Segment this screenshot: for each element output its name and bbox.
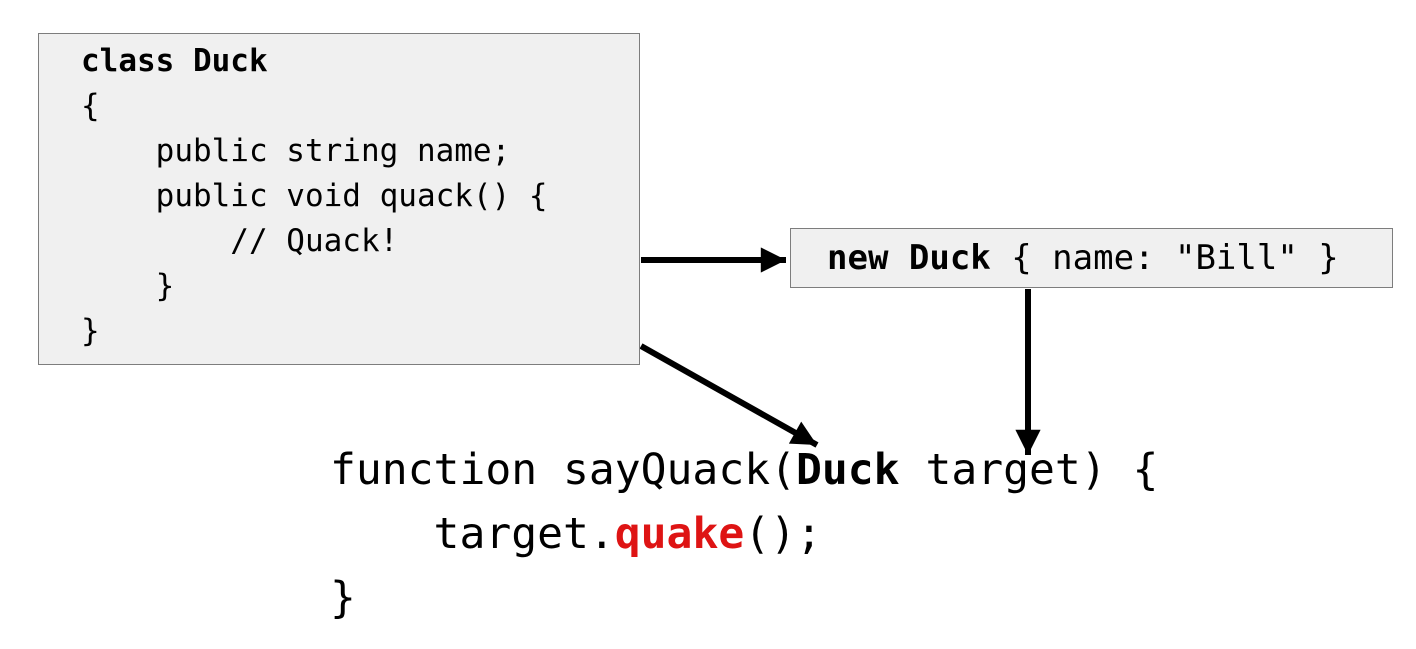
code-text: public string name;: [81, 133, 511, 169]
arrow-class-to-function: [639, 343, 819, 448]
initializer-text: { name: "Bill" }: [1011, 238, 1339, 278]
new-duck-keyword-text: new Duck: [827, 238, 1012, 278]
code-text: }: [81, 268, 175, 304]
code-text: }: [330, 573, 356, 623]
code-line: // Quack!: [81, 219, 639, 264]
code-text: }: [81, 313, 100, 349]
code-line: function sayQuack(Duck target) {: [330, 438, 1158, 502]
code-line: target.quake();: [330, 502, 1158, 566]
code-text: function sayQuack(: [330, 445, 796, 495]
code-text: ();: [744, 509, 822, 559]
quake-typo-text: quake: [614, 509, 745, 559]
code-text: target) {: [899, 445, 1159, 495]
class-declaration-text: class Duck: [81, 43, 268, 79]
code-line: }: [81, 264, 639, 309]
code-text: target.: [330, 509, 615, 559]
class-duck-box: class Duck { public string name; public …: [38, 33, 640, 365]
code-text: public void quack() {: [81, 178, 548, 214]
code-line: }: [330, 566, 1158, 630]
sayquack-function-block: function sayQuack(Duck target) { target.…: [330, 438, 1158, 630]
duck-type-text: Duck: [796, 445, 900, 495]
code-line: public string name;: [81, 129, 639, 174]
code-line: {: [81, 84, 639, 129]
code-line: public void quack() {: [81, 174, 639, 219]
duck-instance-box: new Duck { name: "Bill" }: [790, 228, 1393, 288]
code-line: }: [81, 309, 639, 354]
code-text: {: [81, 88, 100, 124]
code-line: class Duck: [81, 39, 639, 84]
code-text: // Quack!: [81, 223, 399, 259]
